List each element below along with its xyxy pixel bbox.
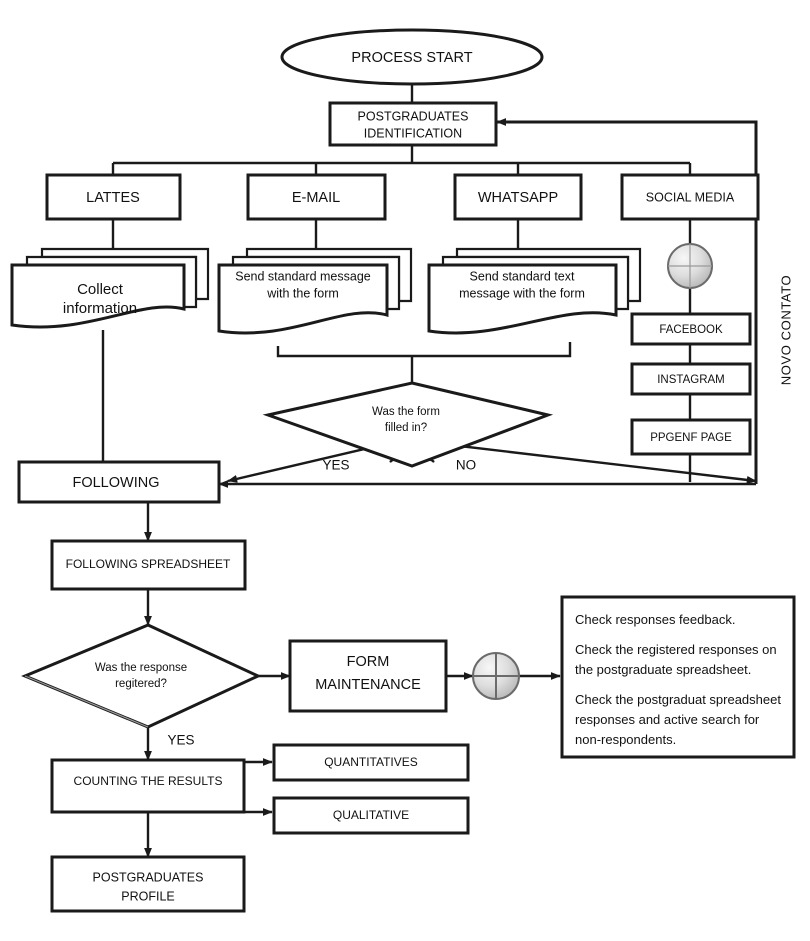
channel-label-social-media: SOCIAL MEDIA bbox=[646, 190, 735, 204]
doc-wa-front bbox=[427, 263, 618, 335]
note-line-1: Check responses feedback. bbox=[575, 612, 735, 627]
node-following-spreadsheet[interactable]: FOLLOWING SPREADSHEET bbox=[50, 539, 247, 591]
node-following[interactable]: FOLLOWING bbox=[17, 460, 221, 504]
doc-label-collect-line2: information bbox=[63, 300, 137, 317]
doc-stack-front bbox=[10, 263, 186, 329]
node-social-ppgenf-page[interactable]: PPGENF PAGE bbox=[630, 418, 752, 456]
note-line-3a: Check the postgraduat spreadsheet bbox=[575, 692, 781, 707]
following-label: FOLLOWING bbox=[72, 475, 159, 491]
node-process-start[interactable]: PROCESS START bbox=[280, 28, 544, 86]
node-counting-results[interactable]: COUNTING THE RESULTS bbox=[50, 758, 246, 814]
node-form-maintenance[interactable]: FORM MAINTENANCE bbox=[288, 639, 448, 713]
social-label-facebook: FACEBOOK bbox=[659, 324, 723, 336]
note-line-3b: responses and active search for bbox=[575, 712, 760, 727]
note-line-2b: the postgraduate spreadsheet. bbox=[575, 662, 751, 677]
social-label-ppgenf: PPGENF PAGE bbox=[650, 432, 732, 444]
decision-response-line2: regitered? bbox=[115, 678, 167, 690]
node-social-facebook[interactable]: FACEBOOK bbox=[630, 312, 752, 346]
counting-label: COUNTING THE RESULTS bbox=[74, 774, 223, 788]
or-connector-social bbox=[667, 243, 713, 289]
node-document-send-standard-text[interactable]: Send standard text message with the form bbox=[427, 247, 642, 335]
edge-novo-contato-return bbox=[496, 118, 758, 484]
node-channel-whatsapp[interactable]: WHATSAPP bbox=[453, 173, 583, 221]
form-maintenance-line1: FORM bbox=[347, 654, 390, 670]
decision-response-line1: Was the response bbox=[95, 662, 187, 674]
doc-label-wa-line2: message with the form bbox=[459, 286, 585, 300]
channel-label-email: E-MAIL bbox=[292, 190, 340, 206]
identification-label-line2: IDENTIFICATION bbox=[364, 126, 462, 140]
decision-form-line1: Was the form bbox=[372, 406, 440, 418]
doc-label-email-line2: with the form bbox=[266, 286, 339, 300]
node-note-checks[interactable]: Check responses feedback. Check the regi… bbox=[560, 595, 796, 759]
profile-line1: POSTGRADUATES bbox=[93, 870, 204, 884]
decision-form-yes-label: YES bbox=[322, 458, 349, 473]
process-start-label: PROCESS START bbox=[351, 50, 472, 66]
doc-label-email-line1: Send standard message bbox=[235, 269, 371, 283]
qualitative-label: QUALITATIVE bbox=[333, 808, 409, 822]
channel-label-lattes: LATTES bbox=[86, 190, 140, 206]
quantitatives-label: QUANTITATIVES bbox=[324, 755, 418, 769]
node-quantitatives[interactable]: QUANTITATIVES bbox=[272, 743, 470, 782]
edge-decision-no bbox=[433, 441, 757, 484]
identification-label-line1: POSTGRADUATES bbox=[358, 109, 469, 123]
profile-line2: PROFILE bbox=[121, 889, 175, 903]
novo-contato-label: NOVO CONTATO bbox=[778, 275, 793, 385]
node-channel-email[interactable]: E-MAIL bbox=[246, 173, 387, 221]
node-document-collect-information[interactable]: Collect information bbox=[10, 247, 210, 329]
doc-label-wa-line1: Send standard text bbox=[470, 269, 575, 283]
node-channel-social-media[interactable]: SOCIAL MEDIA bbox=[620, 173, 760, 221]
decision-form-line2: filled in? bbox=[385, 422, 427, 434]
node-postgraduates-profile[interactable]: POSTGRADUATES PROFILE bbox=[50, 855, 246, 913]
node-decision-response-registered[interactable]: Was the response regitered? bbox=[21, 623, 262, 729]
or-connector-maintenance bbox=[472, 652, 520, 700]
doc-email-front bbox=[217, 263, 389, 335]
edge-docs-merge-bus bbox=[276, 342, 572, 358]
note-line-2a: Check the registered responses on bbox=[575, 642, 777, 657]
social-label-instagram: INSTAGRAM bbox=[657, 374, 725, 386]
node-postgraduates-identification[interactable]: POSTGRADUATES IDENTIFICATION bbox=[328, 101, 498, 147]
note-line-3c: non-respondents. bbox=[575, 732, 676, 747]
channel-label-whatsapp: WHATSAPP bbox=[478, 190, 558, 206]
node-qualitative[interactable]: QUALITATIVE bbox=[272, 796, 470, 835]
decision2-outline bbox=[21, 623, 262, 729]
following-spreadsheet-label: FOLLOWING SPREADSHEET bbox=[66, 557, 231, 571]
form-maintenance-line2: MAINTENANCE bbox=[315, 677, 421, 693]
node-document-send-standard-message[interactable]: Send standard message with the form bbox=[217, 247, 413, 335]
node-social-instagram[interactable]: INSTAGRAM bbox=[630, 362, 752, 396]
decision-form-no-label: NO bbox=[456, 458, 476, 473]
node-channel-lattes[interactable]: LATTES bbox=[45, 173, 182, 221]
decision-response-yes-label: YES bbox=[167, 733, 194, 748]
doc-label-collect-line1: Collect bbox=[77, 281, 124, 298]
decision2-faint-edge bbox=[24, 675, 149, 728]
node-decision-form-filled[interactable]: Was the form filled in? bbox=[262, 381, 554, 468]
